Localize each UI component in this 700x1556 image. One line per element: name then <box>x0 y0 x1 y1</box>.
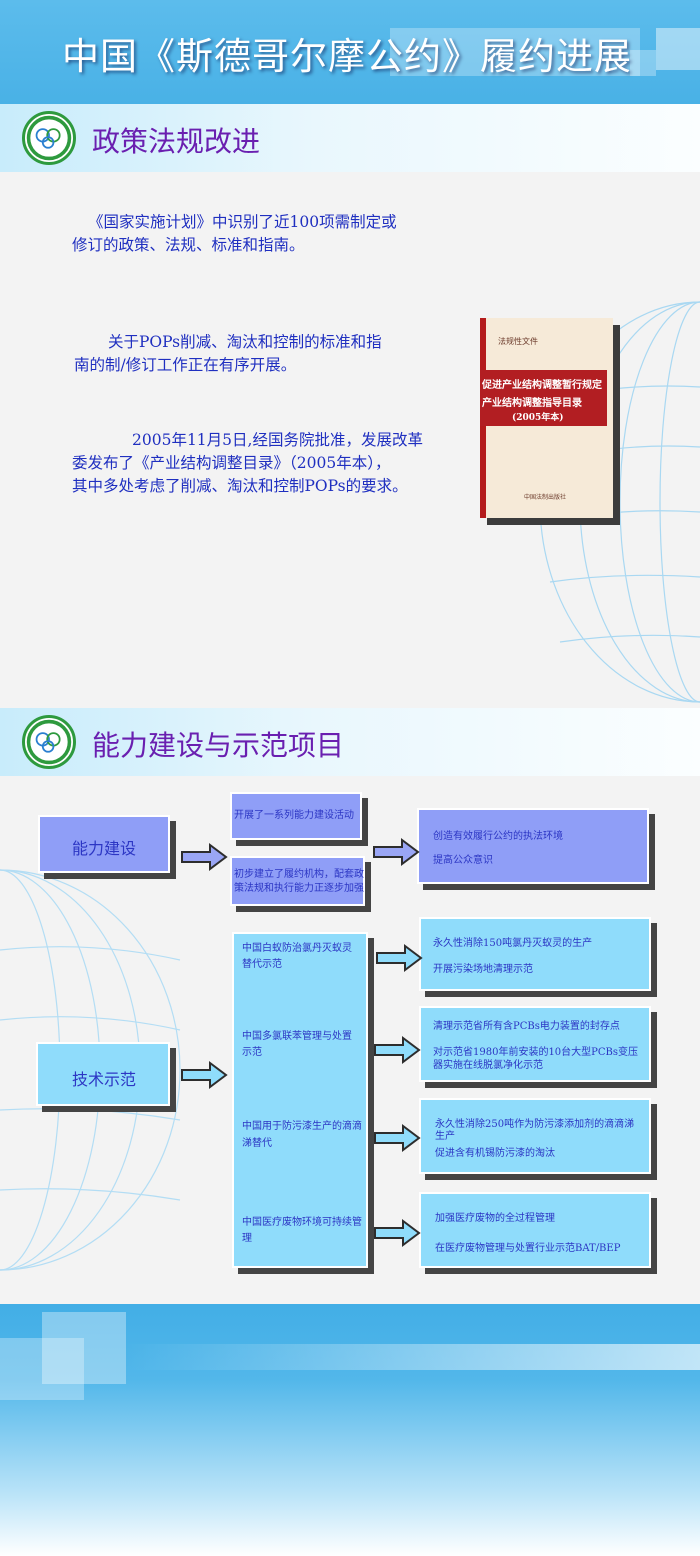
para1-line1: 《国家实施计划》中识别了近100项需制定或 <box>88 213 397 231</box>
result2-line2: 对示范省1980年前安装的10台大型PCBs变压 <box>433 1047 639 1058</box>
arrow-right-icon <box>376 944 423 972</box>
result1-box: 永久性消除150吨氯丹灭蚁灵的生产 开展污染场地清理示范 <box>419 917 651 991</box>
result4-line1: 加强医疗废物的全过程管理 <box>435 1213 555 1224</box>
result4-box: 加强医疗废物的全过程管理 在医疗废物管理与处置行业示范BAT/BEP <box>419 1192 651 1268</box>
page-title: 中国《斯德哥尔摩公约》履约进展 <box>62 35 632 78</box>
arrow-right-icon <box>181 1061 228 1089</box>
capacity-building-box: 能力建设 <box>38 815 170 873</box>
para2-line2: 南的制/修订工作正在有序开展。 <box>74 356 297 374</box>
result1-line2: 开展污染场地清理示范 <box>433 964 533 975</box>
section1-header: 政策法规改进 <box>0 104 700 172</box>
section2-title: 能力建设与示范项目 <box>92 729 345 762</box>
project1-line1: 中国白蚁防治氯丹灭蚁灵 <box>242 943 352 954</box>
arrow-right-icon <box>374 1219 421 1247</box>
project3-line1: 中国用于防污漆生产的滴滴 <box>242 1121 362 1132</box>
result3-line3: 促进含有机锡防污漆的淘汰 <box>435 1148 555 1159</box>
capacity-building-label: 能力建设 <box>72 839 137 858</box>
result2-line3: 器实施在线脱氯净化示范 <box>433 1060 543 1071</box>
top-banner: 中国《斯德哥尔摩公约》履约进展 <box>0 0 700 104</box>
capacity-activity-text: 开展了一系列能力建设活动 <box>234 810 354 821</box>
result3-line2: 生产 <box>435 1131 455 1142</box>
section1-title: 政策法规改进 <box>92 125 261 158</box>
book-publisher: 中国法制出版社 <box>524 494 567 501</box>
project4-line1: 中国医疗废物环境可持续管 <box>242 1217 362 1228</box>
result2-line1: 清理示范省所有含PCBs电力装置的封存点 <box>433 1021 620 1032</box>
bottom-square <box>42 1312 126 1384</box>
tech-demo-box: 技术示范 <box>36 1042 170 1106</box>
banner-highlight <box>390 28 640 76</box>
book-title-line1: 促进产业结构调整暂行规定 <box>482 380 602 391</box>
book-red-band: 促进产业结构调整暂行规定 产业结构调整指导目录 (2005年本) <box>480 370 607 426</box>
result4-line2: 在医疗废物管理与处置行业示范BAT/BEP <box>435 1243 621 1254</box>
result1-line1: 永久性消除150吨氯丹灭蚁灵的生产 <box>433 938 593 949</box>
result2-box: 清理示范省所有含PCBs电力装置的封存点 对示范省1980年前安装的10台大型P… <box>419 1006 651 1082</box>
capacity-institution-line1: 初步建立了履约机构，配套政 <box>234 869 364 880</box>
book-top-label: 法规性文件 <box>498 337 538 346</box>
para1-line2: 修订的政策、法规、标准和指南。 <box>72 236 305 254</box>
para3-line2: 委发布了《产业结构调整目录》（2005年本）， <box>72 454 391 472</box>
book-title-line2: 产业结构调整指导目录 <box>482 398 582 409</box>
arrow-right-icon <box>374 1124 421 1152</box>
project4-line2: 理 <box>242 1233 252 1244</box>
capacity-result-box: 创造有效履行公约的执法环境 提高公众意识 <box>417 808 649 884</box>
para3-line3: 其中多处考虑了削减、淘汰和控制POPs的要求。 <box>72 477 408 495</box>
arrow-right-icon <box>374 1036 421 1064</box>
pops-logo-icon <box>22 715 76 769</box>
tech-demo-label: 技术示范 <box>72 1070 137 1089</box>
result3-box: 永久性消除250吨作为防污漆添加剂的滴滴涕 生产 促进含有机锡防污漆的淘汰 <box>419 1098 651 1174</box>
arrow-right-icon <box>181 843 228 871</box>
project3-line2: 涕替代 <box>242 1138 272 1149</box>
arrow-right-icon <box>373 838 420 866</box>
banner-square-small <box>630 50 656 76</box>
project2-line1: 中国多氯联苯管理与处置 <box>242 1031 352 1042</box>
pops-logo-icon <box>22 111 76 165</box>
banner-square <box>656 28 700 70</box>
para2-line1: 关于POPs削减、淘汰和控制的标准和指 <box>108 333 382 351</box>
para3-line1: 2005年11月5日,经国务院批准，发展改革 <box>132 431 423 449</box>
project2-line2: 示范 <box>242 1047 262 1058</box>
bottom-banner <box>0 1304 700 1556</box>
tech-projects-box: 中国白蚁防治氯丹灭蚁灵 替代示范 中国多氯联苯管理与处置 示范 中国用于防污漆生… <box>232 932 368 1268</box>
capacity-activity-box: 开展了一系列能力建设活动 <box>230 792 362 840</box>
result3-line1: 永久性消除250吨作为防污漆添加剂的滴滴涕 <box>435 1119 635 1130</box>
capacity-result-line2: 提高公众意识 <box>433 855 493 866</box>
capacity-institution-line2: 策法规和执行能力正逐步加强 <box>234 883 364 894</box>
bottom-stripe <box>126 1344 700 1370</box>
project1-line2: 替代示范 <box>242 959 282 970</box>
section2-header: 能力建设与示范项目 <box>0 708 700 776</box>
capacity-institution-box: 初步建立了履约机构，配套政 策法规和执行能力正逐步加强 <box>230 856 365 906</box>
bottom-square-small <box>0 1338 84 1400</box>
book-title-line3: (2005年本) <box>512 413 564 423</box>
capacity-result-line1: 创造有效履行公约的执法环境 <box>433 831 563 842</box>
book-cover-image: 法规性文件 促进产业结构调整暂行规定 产业结构调整指导目录 (2005年本) 中… <box>480 318 613 518</box>
